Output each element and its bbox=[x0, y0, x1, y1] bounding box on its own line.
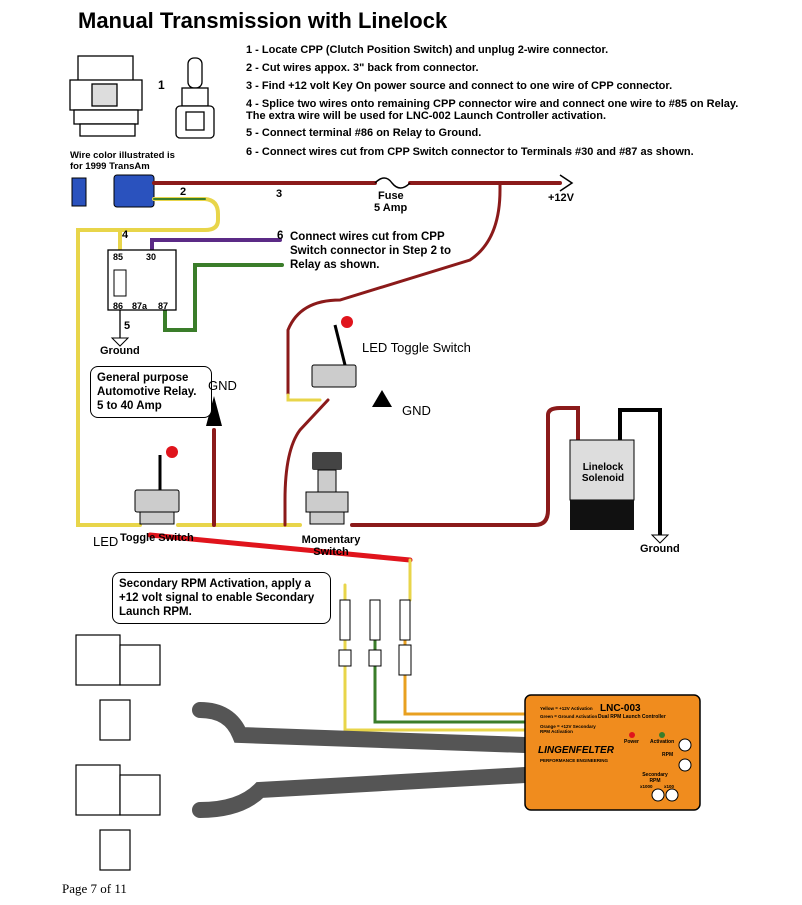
cpp-switch-illustration bbox=[69, 55, 215, 139]
wire-color-note: Wire color illustrated is for 1999 Trans… bbox=[70, 150, 175, 172]
step6-callout-number: 6 bbox=[277, 230, 284, 242]
harness-connectors bbox=[75, 634, 161, 871]
fuse-icon bbox=[374, 177, 411, 189]
fuse-label: Fuse bbox=[378, 190, 404, 202]
step-6: 6 - Connect wires cut from CPP Switch co… bbox=[246, 146, 694, 158]
controller-secondary-rpm-label: Secondary RPM bbox=[642, 772, 668, 784]
power-led-icon bbox=[629, 732, 635, 738]
gnd-label-mid: GND bbox=[402, 403, 431, 418]
fuse-amp-label: 5 Amp bbox=[374, 202, 408, 214]
ground-arrow-icon bbox=[650, 534, 670, 544]
controller-rpm-label: RPM bbox=[662, 752, 674, 758]
led-bottom-label: LED bbox=[93, 534, 119, 549]
cpp-connector-icon bbox=[71, 174, 155, 208]
step-4-extra: The extra wire will be used for LNC-002 … bbox=[246, 110, 607, 122]
controller-subtitle: Dual RPM Launch Controller bbox=[598, 714, 666, 720]
relay-terminal-85: 85 bbox=[113, 252, 124, 262]
plus12-arrow-icon bbox=[559, 174, 574, 192]
wire-5-label: 5 bbox=[124, 320, 131, 332]
relay-illustration bbox=[107, 249, 177, 347]
controller-power-label: Power bbox=[624, 739, 640, 745]
secondary-rpm-knob-icon bbox=[665, 788, 679, 802]
led-toggle-switch-bottom-illustration bbox=[134, 446, 180, 525]
controller-model: LNC-003 bbox=[600, 703, 641, 714]
controller-legend-2: Green = Ground Activation bbox=[540, 714, 598, 719]
wire-2-label: 2 bbox=[180, 186, 187, 198]
step-5: 5 - Connect terminal #86 on Relay to Gro… bbox=[246, 127, 482, 139]
controller-x1000-label: x1000 bbox=[640, 784, 653, 789]
wire-3-label: 3 bbox=[276, 188, 283, 200]
gnd-triangle-icon bbox=[206, 396, 222, 426]
rpm-knob-icon bbox=[678, 738, 692, 752]
plus12v-label: +12V bbox=[548, 192, 574, 204]
page-title: Manual Transmission with Linelock bbox=[78, 8, 448, 33]
ground-label-2: Ground bbox=[640, 543, 680, 555]
led-toggle-switch-top-illustration bbox=[311, 316, 357, 388]
page-footer: Page 7 of 11 bbox=[62, 881, 127, 896]
step-3: 3 - Find +12 volt Key On power source an… bbox=[246, 80, 673, 92]
wire-4-label: 4 bbox=[122, 229, 129, 241]
step-1: 1 - Locate CPP (Clutch Position Switch) … bbox=[246, 44, 609, 56]
controller-legend-1: Yellow = +12V Activation bbox=[540, 706, 593, 711]
lnc-003-controller bbox=[524, 694, 701, 811]
ground-label: Ground bbox=[100, 345, 140, 357]
step6-callout: Connect wires cut from CPP Switch connec… bbox=[290, 231, 452, 271]
toggle-switch-bottom-label: Toggle Switch bbox=[120, 532, 194, 544]
relay-info-box: General purpose Automotive Relay. 5 to 4… bbox=[90, 366, 212, 418]
step-2: 2 - Cut wires appox. 3" back from connec… bbox=[246, 62, 479, 74]
controller-x100-label: x100 bbox=[664, 784, 675, 789]
secondary-rpm-box: Secondary RPM Activation, apply a +12 vo… bbox=[112, 572, 331, 624]
linelock-solenoid-illustration bbox=[569, 439, 635, 530]
relay-terminal-87: 87 bbox=[158, 301, 169, 311]
step-4: 4 - Splice two wires onto remaining CPP … bbox=[246, 98, 739, 110]
relay-terminal-30: 30 bbox=[146, 252, 157, 262]
gnd-label-top: GND bbox=[208, 378, 237, 393]
controller-brand: LINGENFELTER bbox=[538, 745, 614, 756]
linelock-solenoid-label: Linelock Solenoid bbox=[581, 462, 625, 484]
controller-brand-sub: PERFORMANCE ENGINEERING bbox=[540, 758, 609, 763]
wires bbox=[76, 181, 662, 818]
led-toggle-top-label: LED Toggle Switch bbox=[362, 340, 471, 355]
momentary-switch-label: Momentary Switch bbox=[301, 534, 361, 558]
rpm-knob-icon bbox=[678, 758, 692, 772]
secondary-rpm-knob-icon bbox=[651, 788, 665, 802]
controller-activation-label: Activation bbox=[650, 739, 675, 745]
gnd-triangle-icon bbox=[372, 390, 392, 407]
relay-terminal-87a: 87a bbox=[132, 301, 148, 311]
cpp-number-label: 1 bbox=[158, 78, 165, 92]
controller-legend-3: Orange = +12V Secondary RPM Activation bbox=[540, 724, 596, 734]
secondary-connectors bbox=[338, 599, 412, 676]
momentary-switch-illustration bbox=[305, 452, 349, 525]
relay-terminal-86: 86 bbox=[113, 301, 124, 311]
activation-led-icon bbox=[659, 732, 665, 738]
